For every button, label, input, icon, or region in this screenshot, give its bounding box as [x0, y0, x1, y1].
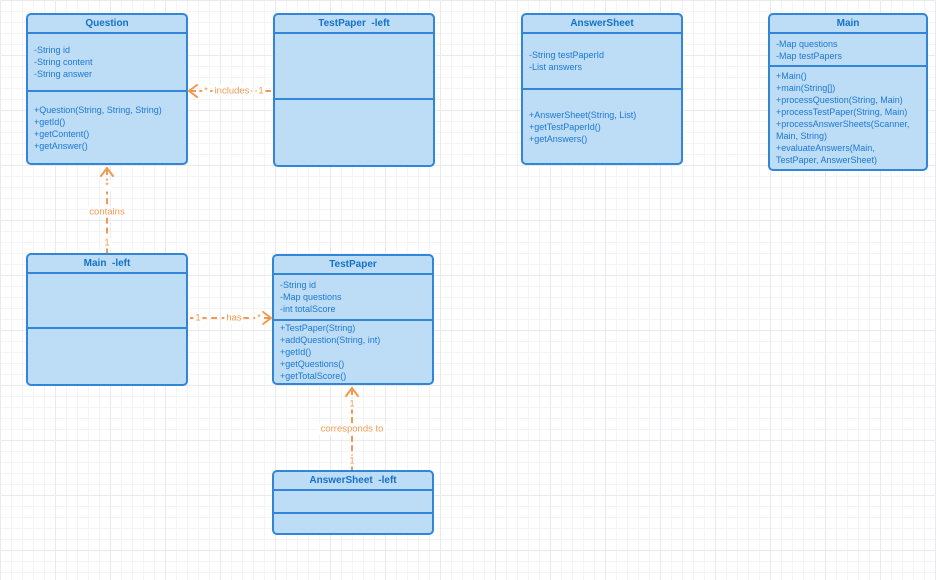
- class-method-continuation: TestPaper, AnswerSheet): [776, 155, 878, 165]
- class-method: +getQuestions(): [280, 359, 345, 369]
- attributes-section: -Map questions -Map testPapers: [770, 34, 926, 65]
- multiplicity-label[interactable]: *: [202, 85, 210, 97]
- class-method: +evaluateAnswers(Main,: [776, 143, 875, 153]
- class-attribute: -Map questions: [776, 38, 838, 49]
- class-method: +processQuestion(String, Main): [776, 95, 903, 105]
- class-main-left[interactable]: Main -left: [26, 253, 188, 386]
- multiplicity-label[interactable]: 1: [193, 312, 203, 324]
- class-method-continuation: Main, String): [776, 131, 828, 141]
- methods-section: +Question(String, String, String) +getId…: [28, 90, 186, 163]
- class-title: AnswerSheet -left: [274, 472, 432, 491]
- class-attribute: -String content: [34, 57, 93, 67]
- arrow-up-icon: [100, 166, 114, 177]
- multiplicity-label[interactable]: 1: [347, 455, 357, 467]
- multiplicity-label[interactable]: 1: [256, 85, 266, 97]
- relation-corresponds-to[interactable]: 1 corresponds to 1: [318, 386, 386, 470]
- class-question[interactable]: Question -String id -String content -Str…: [26, 13, 188, 165]
- class-answersheet-left[interactable]: AnswerSheet -left: [272, 470, 434, 535]
- class-title: TestPaper: [274, 256, 432, 275]
- multiplicity-label[interactable]: 1: [347, 398, 357, 410]
- arrow-right-icon: [262, 311, 273, 325]
- methods-section: +AnswerSheet(String, List) +getTestPaper…: [523, 88, 681, 163]
- multiplicity-label[interactable]: 1: [102, 237, 112, 249]
- relation-name-label[interactable]: contains: [87, 206, 127, 218]
- attributes-section: [28, 274, 186, 327]
- class-testpaper-left[interactable]: TestPaper -left: [273, 13, 435, 167]
- class-method: +TestPaper(String): [280, 323, 356, 333]
- class-attribute: -String testPaperId: [529, 50, 605, 60]
- class-title: TestPaper -left: [275, 15, 433, 34]
- class-attribute: -String answer: [34, 69, 93, 79]
- methods-section: [275, 98, 433, 165]
- class-method: +getId(): [280, 347, 312, 357]
- class-title: AnswerSheet: [523, 15, 681, 34]
- class-method: +main(String[]): [776, 83, 836, 93]
- class-method: +getTotalScore(): [280, 371, 347, 381]
- class-attribute: -Map testPapers: [776, 50, 843, 61]
- class-method: +getContent(): [34, 128, 90, 139]
- attributes-section: [274, 491, 432, 512]
- class-title: Main: [770, 15, 926, 34]
- relation-name-label[interactable]: corresponds to: [318, 423, 386, 435]
- attributes-section: [275, 34, 433, 98]
- class-method: +getTestPaperId(): [529, 121, 601, 132]
- class-method: +addQuestion(String, int): [280, 335, 381, 345]
- class-method: +Question(String, String, String): [34, 104, 162, 115]
- attributes-section: -String id -Map questions -int totalScor…: [274, 275, 432, 319]
- methods-section: +Main() +main(String[]) +processQuestion…: [770, 65, 926, 169]
- multiplicity-label[interactable]: *: [255, 312, 263, 324]
- relation-name-label[interactable]: has: [224, 312, 244, 324]
- class-attribute: -List answers: [529, 62, 583, 72]
- multiplicity-label[interactable]: *: [103, 180, 111, 192]
- relation-name-label[interactable]: includes: [212, 85, 252, 97]
- class-method: +getId(): [34, 116, 66, 127]
- methods-section: [28, 327, 186, 384]
- methods-section: +TestPaper(String) +addQuestion(String, …: [274, 319, 432, 383]
- class-method: +getAnswers(): [529, 133, 588, 144]
- attributes-section: -String id -String content -String answe…: [28, 34, 186, 90]
- arrow-left-icon: [187, 84, 198, 98]
- class-main[interactable]: Main -Map questions -Map testPapers +Mai…: [768, 13, 928, 171]
- class-title: Question: [28, 15, 186, 34]
- class-method: +processAnswerSheets(Scanner,: [776, 119, 910, 129]
- class-attribute: -String id: [280, 280, 317, 290]
- class-method: +getAnswer(): [34, 140, 88, 151]
- class-method: +Main(): [776, 71, 807, 81]
- relation-contains[interactable]: * contains 1: [87, 166, 127, 253]
- relation-includes[interactable]: * includes 1: [187, 84, 273, 98]
- relation-has[interactable]: 1 has *: [188, 311, 273, 325]
- class-attribute: -String id: [34, 45, 71, 55]
- class-title: Main -left: [28, 255, 186, 274]
- class-method: +processTestPaper(String, Main): [776, 107, 908, 117]
- arrow-up-icon: [345, 386, 359, 397]
- class-method: +AnswerSheet(String, List): [529, 109, 637, 120]
- class-attribute: -Map questions: [280, 292, 342, 302]
- class-answersheet[interactable]: AnswerSheet -String testPaperId -List an…: [521, 13, 683, 165]
- class-testpaper[interactable]: TestPaper -String id -Map questions -int…: [272, 254, 434, 385]
- class-attribute: -int totalScore: [280, 304, 336, 314]
- methods-section: [274, 512, 432, 533]
- attributes-section: -String testPaperId -List answers: [523, 34, 681, 88]
